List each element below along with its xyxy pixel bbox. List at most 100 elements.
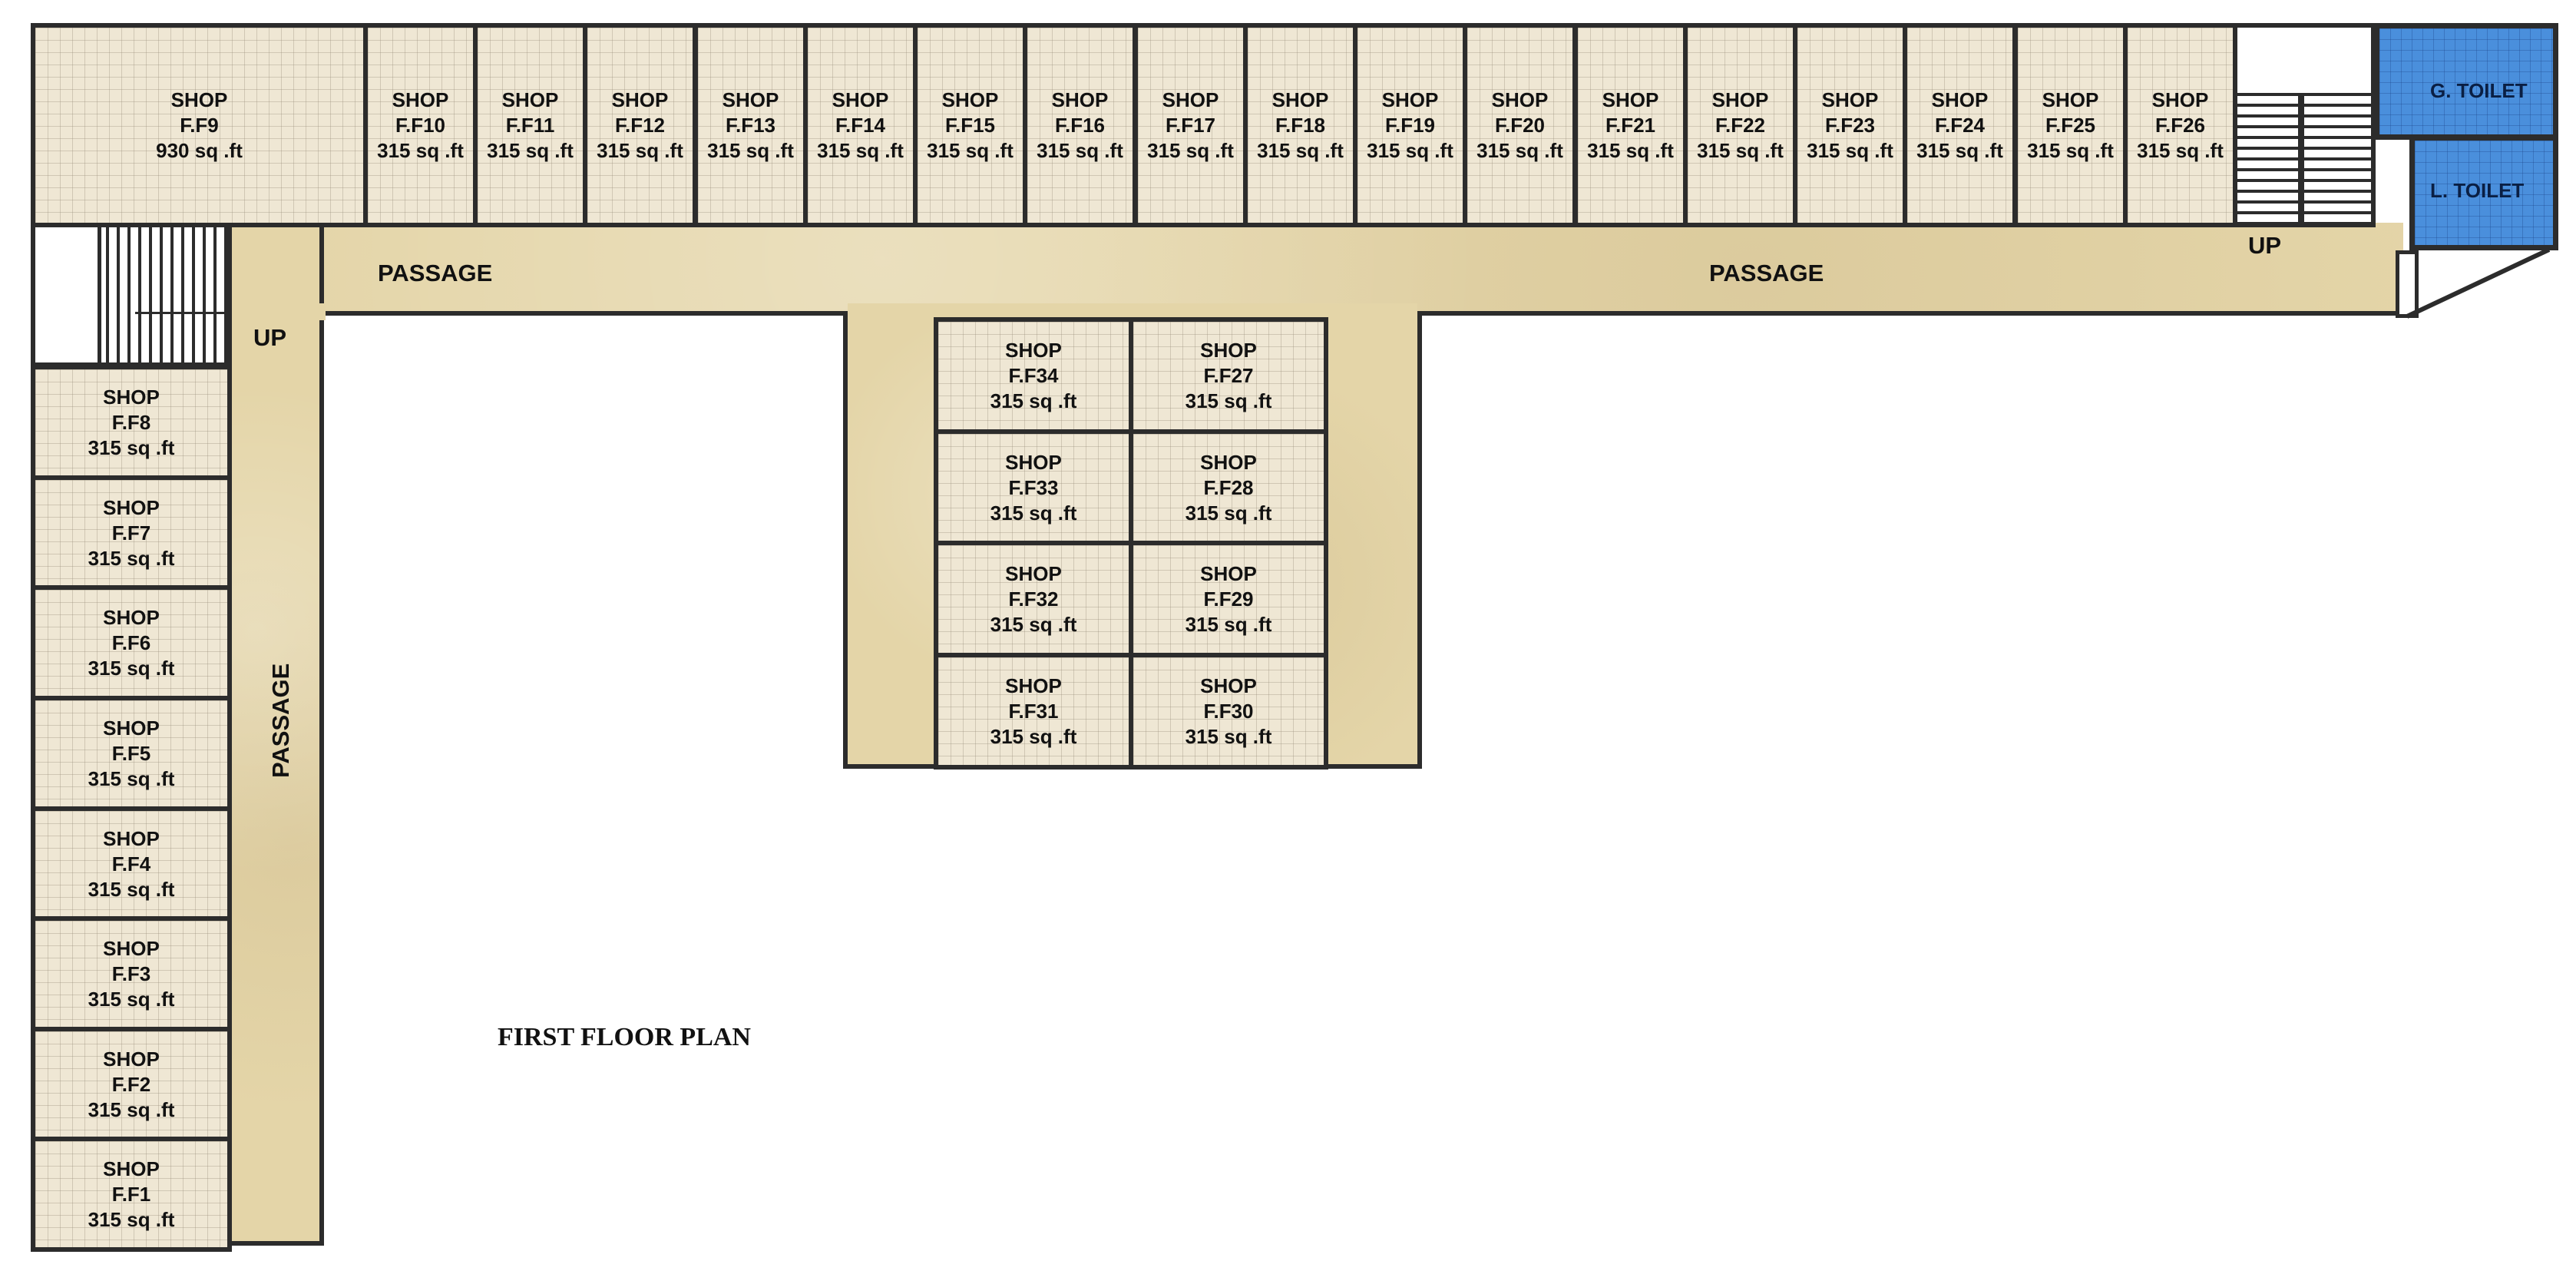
shop-id: F.F19 [1384,113,1436,137]
shop-label: SHOP [2042,88,2099,111]
shop-area: 315 sq .ft [2027,138,2114,162]
shop-area: 315 sq .ft [1807,138,1893,162]
left-passage-cover [233,303,326,320]
shop-label: SHOP [103,716,160,740]
shop-area: 315 sq .ft [487,138,574,162]
shop-label: SHOP [1491,88,1549,111]
shop-area: 315 sq .ft [927,138,1014,162]
shop-area: 315 sq .ft [1916,138,2003,162]
shop-area: 315 sq .ft [990,612,1077,636]
shop-area: 315 sq .ft [1476,138,1563,162]
shop-id: F.F3 [111,962,151,985]
shop-area: 315 sq .ft [817,138,904,162]
shop-label: SHOP [103,936,160,960]
passage-label-top-left: PASSAGE [378,260,493,286]
shop-label: SHOP [1821,88,1879,111]
shop-id: F.F2 [111,1072,151,1096]
shop-id: F.F24 [1934,113,1986,137]
shop-id: F.F4 [111,852,151,875]
shop-id: F.F8 [111,410,151,434]
shop-area: 315 sq .ft [1185,389,1272,412]
shop-label: SHOP [103,605,160,629]
shop-id: F.F11 [505,113,555,137]
left-stair-up-label: UP [253,324,287,351]
right-staircase [2228,23,2376,227]
shop-id: F.F22 [1715,113,1766,137]
shop-label: SHOP [103,826,160,850]
shop-id: F.F29 [1203,587,1254,611]
shop-area: 315 sq .ft [2137,138,2224,162]
shop-label: SHOP [1381,88,1439,111]
shop-id: F.F28 [1203,475,1254,499]
shop-label: SHOP [1931,88,1989,111]
shop-id: F.F18 [1275,113,1326,137]
shop-label: SHOP [1005,338,1062,362]
shop-area: 315 sq .ft [88,546,175,570]
shop-id: F.F21 [1605,113,1656,137]
shop-id: F.F14 [835,113,886,137]
shop-area: 930 sq .ft [156,138,243,162]
right-stair-divider [2298,93,2304,223]
shop-id: F.F1 [111,1182,151,1206]
chamfer-wall [2406,247,2551,319]
shop-area: 315 sq .ft [990,724,1077,748]
passage-label-left: PASSAGE [267,663,294,778]
shop-area: 315 sq .ft [1367,138,1453,162]
shop-area: 315 sq .ft [88,877,175,901]
left-staircase [31,223,232,367]
shop-label: SHOP [103,1047,160,1071]
shop-id: F.F30 [1203,699,1254,723]
shop-label: SHOP [1162,88,1219,111]
shop-label: SHOP [832,88,889,111]
shop-id: F.F12 [614,113,666,137]
plan-title: FIRST FLOOR PLAN [498,1023,751,1051]
shop-area: 315 sq .ft [88,1097,175,1121]
shop-area: 315 sq .ft [1185,612,1272,636]
shop-id: F.F15 [944,113,996,137]
shop-id: F.F26 [2154,113,2206,137]
shop-label: SHOP [1200,561,1257,585]
stair-up-arrow-icon [135,312,231,314]
shop-label: SHOP [1200,450,1257,474]
shop-label: SHOP [501,88,559,111]
shop-area: 315 sq .ft [88,656,175,680]
shop-id: F.F34 [1008,363,1059,387]
shop-area: 315 sq .ft [1147,138,1234,162]
right-stair-up-label: UP [2248,232,2282,259]
shop-id: F.F10 [395,113,446,137]
